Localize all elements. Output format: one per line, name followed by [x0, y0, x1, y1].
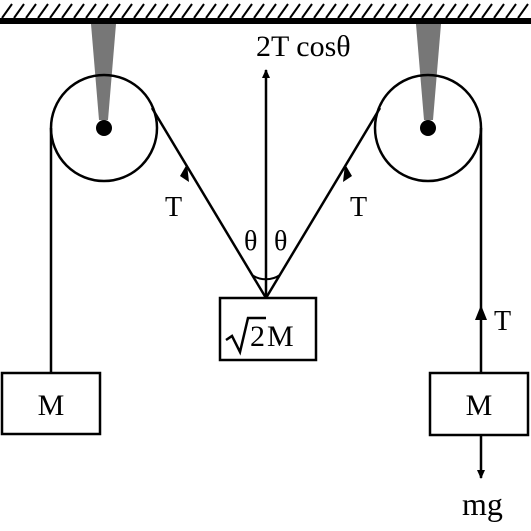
tension-vertical-label: T — [494, 306, 511, 337]
left-mass-block — [0, 371, 102, 436]
theta-left-label: θ — [244, 226, 257, 257]
tension-left-label: T — [165, 192, 182, 223]
sqrt-symbol — [225, 316, 266, 356]
center-mass-block — [218, 296, 318, 362]
left-slanted-string — [150, 107, 268, 299]
right-slanted-string — [264, 107, 382, 299]
resultant-force-label: 2T cosθ — [256, 30, 351, 63]
right-mass-block — [428, 371, 530, 437]
right-mass-label: M — [466, 389, 493, 422]
tension-right-label: T — [350, 192, 367, 223]
left-mass-label: M — [38, 389, 65, 422]
right-pulley-axle — [420, 120, 436, 136]
ceiling-beam — [0, 18, 531, 24]
left-pulley-axle — [96, 120, 112, 136]
right-tension-arrowhead — [343, 164, 352, 182]
right-pulley-support — [416, 24, 441, 120]
ceiling — [0, 3, 531, 24]
theta-angle-arc — [251, 274, 281, 281]
vertical-tension-arrowhead — [475, 305, 487, 320]
left-pulley-support — [91, 24, 116, 120]
center-mass-unit: M — [267, 320, 294, 353]
left-tension-arrowhead — [180, 164, 189, 182]
center-mass-coefficient: 2 — [250, 320, 265, 353]
theta-right-label: θ — [274, 226, 287, 257]
weight-label: mg — [462, 486, 503, 522]
ceiling-hatching — [1, 3, 529, 19]
